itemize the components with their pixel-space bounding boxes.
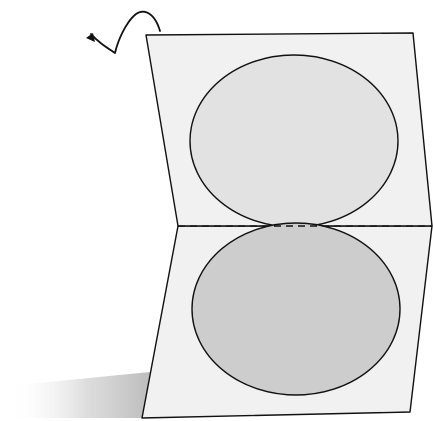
top-circle	[189, 54, 399, 228]
bottom-circle	[191, 222, 401, 396]
floor-shadow	[8, 372, 150, 418]
fold-arrow-icon	[86, 10, 161, 54]
